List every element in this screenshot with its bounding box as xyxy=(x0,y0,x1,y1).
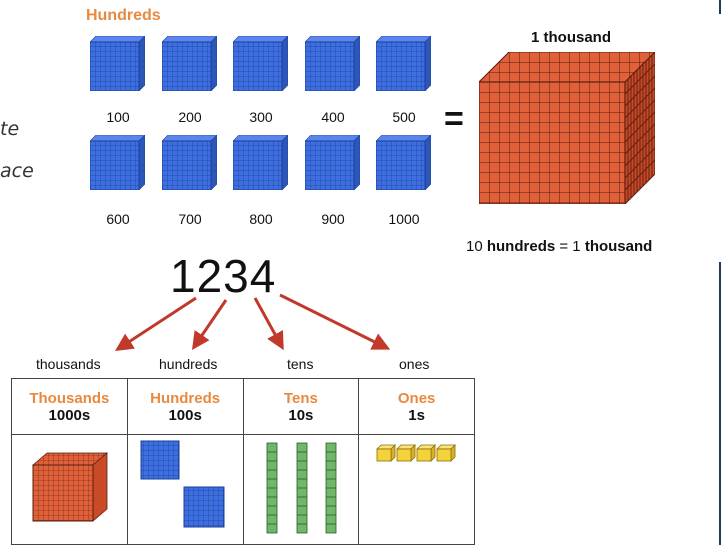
hundred-flat-icon xyxy=(305,36,360,91)
col-sub: 1s xyxy=(408,406,425,424)
table-blocks-row xyxy=(11,434,475,545)
hundred-flat-icon xyxy=(233,36,288,91)
flat-label: 900 xyxy=(321,211,345,227)
col-ones-header: Ones 1s xyxy=(358,378,475,435)
equals-sign: = xyxy=(444,100,464,138)
caption-equals: = 1 xyxy=(559,238,581,255)
arrow-to-thousands xyxy=(114,296,197,351)
word-ones: ones xyxy=(399,356,430,372)
hundred-flat-icon xyxy=(233,135,288,190)
hundred-flat-icon xyxy=(376,135,431,190)
tens-cell xyxy=(242,434,360,545)
caption-number: 10 xyxy=(466,238,483,255)
place-value-table: Thousands 1000s Hundreds 100s Tens 10s O… xyxy=(11,378,475,545)
unit-cubes-icon xyxy=(375,444,456,462)
flat-label: 300 xyxy=(249,109,273,125)
ones-cell xyxy=(358,434,475,545)
flat-label: 400 xyxy=(321,109,345,125)
table-header-row: Thousands 1000s Hundreds 100s Tens 10s O… xyxy=(11,378,475,435)
arrow-to-hundreds xyxy=(191,299,228,350)
col-title: Hundreds xyxy=(150,389,221,407)
col-title: Tens xyxy=(283,389,318,407)
hundred-flat-icon xyxy=(90,36,145,91)
hundred-flat-icon xyxy=(162,36,217,91)
col-hundreds-header: Hundreds 100s xyxy=(126,378,244,435)
thousand-title: 1 thousand xyxy=(530,29,611,46)
slide-border-top xyxy=(719,0,721,14)
hundreds-cell xyxy=(126,434,244,545)
flat-label: 200 xyxy=(178,109,202,125)
side-text-fragment-2: ace xyxy=(0,160,34,182)
hundreds-title: Hundreds xyxy=(86,7,161,24)
col-sub: 100s xyxy=(168,406,202,424)
flat-label: 700 xyxy=(178,211,202,227)
caption-hundreds: hundreds xyxy=(486,238,556,255)
word-hundreds: hundreds xyxy=(159,356,218,372)
flat-label: 800 xyxy=(249,211,273,227)
hundred-flat-icon xyxy=(162,135,217,190)
thousand-cube-icon xyxy=(32,452,109,522)
hundred-flat-icon xyxy=(305,135,360,190)
slide-border-bottom xyxy=(719,262,721,545)
col-thousands-header: Thousands 1000s xyxy=(11,378,128,435)
word-thousands: thousands xyxy=(36,356,101,372)
flat-label: 100 xyxy=(106,109,130,125)
caption-thousand: thousand xyxy=(584,238,653,255)
arrow-to-tens xyxy=(253,297,284,351)
col-sub: 1000s xyxy=(48,406,91,424)
col-sub: 10s xyxy=(288,406,314,424)
flat-label: 500 xyxy=(392,109,416,125)
arrow-to-ones xyxy=(279,293,391,350)
hundreds-cell-drawing xyxy=(128,435,243,544)
hundred-flats-icon xyxy=(140,440,225,528)
hundred-flat-icon xyxy=(90,135,145,190)
word-tens: tens xyxy=(287,356,314,372)
thousands-cell xyxy=(11,434,128,545)
thousand-cube-icon xyxy=(479,52,655,204)
thousand-caption: 10 hundreds = 1 thousand xyxy=(466,238,652,255)
ten-rods-icon xyxy=(266,442,337,534)
hundred-flat-icon xyxy=(376,36,431,91)
col-title: Thousands xyxy=(29,389,110,407)
col-tens-header: Tens 10s xyxy=(242,378,360,435)
place-value-number: 1234 xyxy=(170,250,277,302)
side-text-fragment-1: te xyxy=(0,118,20,140)
flat-label: 600 xyxy=(106,211,130,227)
col-title: Ones xyxy=(397,389,436,407)
flat-label: 1000 xyxy=(388,211,420,227)
